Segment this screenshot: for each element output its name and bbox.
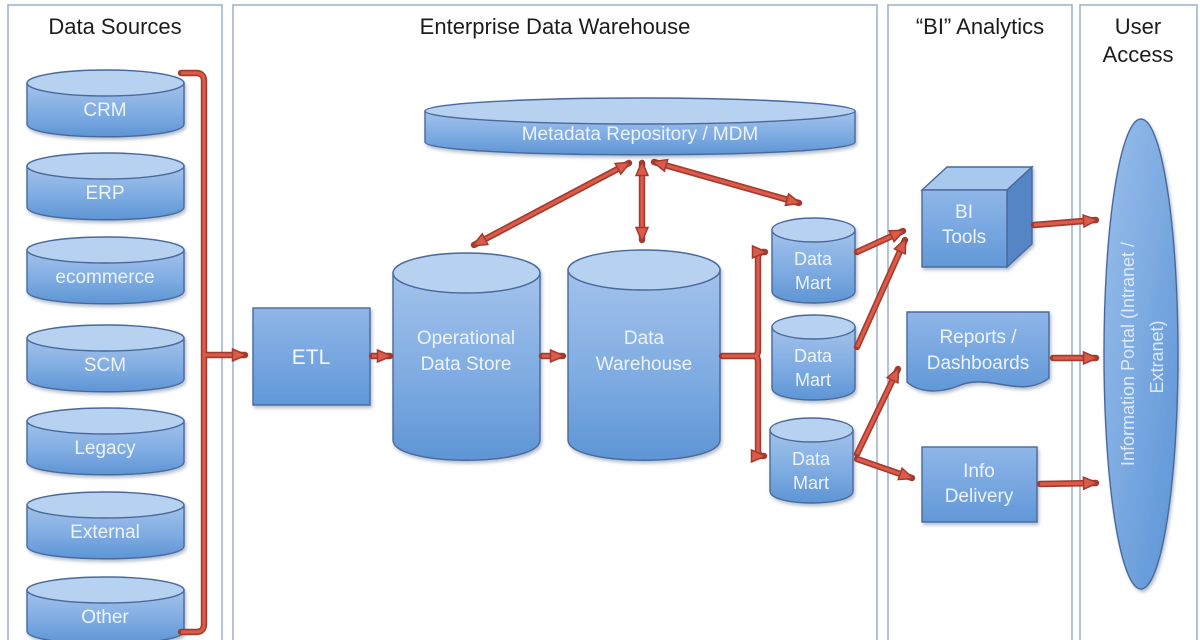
other-label: Other [81, 607, 129, 628]
arrow-bi-tools-to-portal [1033, 220, 1096, 225]
bi-tools-label-line2: Tools [942, 227, 986, 248]
data-mart-3-cylinder: Data Mart [769, 417, 854, 504]
scm-cylinder: SCM [26, 324, 185, 393]
reports-dashboards-document: Reports / Dashboards [906, 311, 1050, 392]
arrow-metadata-mart1 [654, 162, 799, 203]
header-user-access-line1: User [1115, 14, 1161, 39]
operational-data-store-cylinder: Operational Data Store [392, 252, 541, 461]
ods-label-line1: Operational [417, 328, 515, 349]
crm-label: CRM [83, 100, 126, 121]
header-data-sources: Data Sources [48, 14, 181, 39]
arrow-dw-to-mart3 [754, 354, 764, 456]
arrow-metadata-ods [474, 163, 629, 245]
crm-cylinder: CRM [26, 69, 185, 138]
metadata-repository-cylinder: Metadata Repository / MDM [424, 97, 856, 156]
information-portal-ellipse: Information Portal (Intranet / Extranet) [1103, 118, 1179, 590]
info-delivery-label-line1: Info [963, 461, 995, 482]
external-label: External [70, 522, 140, 543]
reports-label-line1: Reports / [939, 327, 1017, 348]
external-cylinder: External [26, 491, 185, 560]
ods-label-line2: Data Store [421, 354, 512, 375]
erp-label: ERP [85, 183, 124, 204]
arrow-mart3-to-reports [855, 369, 898, 455]
reports-label-line2: Dashboards [927, 353, 1029, 374]
dw-label-line2: Warehouse [596, 354, 692, 375]
portal-label-line1: Information Portal (Intranet / [1118, 242, 1138, 466]
bi-tools-cube: BI Tools [920, 165, 1034, 269]
other-cylinder: Other [26, 576, 185, 640]
info-delivery-box: Info Delivery [921, 446, 1038, 523]
arrow-info-delivery-to-portal [1039, 483, 1096, 484]
arrows [181, 71, 1096, 634]
edw-nodes: ETL Operational Data Store Data Warehous… [252, 97, 856, 504]
info-delivery-label-line2: Delivery [945, 486, 1014, 507]
data-mart-2-cylinder: Data Mart [771, 314, 856, 401]
header-user-access-line2: Access [1103, 42, 1174, 67]
legacy-cylinder: Legacy [26, 407, 185, 476]
data-mart-2-label-line2: Mart [795, 370, 831, 390]
legacy-label: Legacy [74, 438, 136, 459]
data-mart-1-label-line2: Mart [795, 273, 831, 293]
erp-cylinder: ERP [26, 152, 185, 221]
data-mart-3-label-line1: Data [792, 449, 831, 469]
bi-tools-label-line1: BI [955, 202, 973, 223]
dw-label-line1: Data [624, 328, 665, 349]
ecommerce-label: ecommerce [55, 267, 154, 288]
data-mart-3-label-line2: Mart [793, 473, 829, 493]
portal-label-line2: Extranet) [1147, 320, 1167, 393]
data-warehouse-cylinder: Data Warehouse [567, 249, 721, 461]
arrow-mart2-to-bi-tools [855, 240, 907, 348]
arrow-mart1-to-bi-tools [856, 229, 903, 254]
header-enterprise-data-warehouse: Enterprise Data Warehouse [420, 14, 691, 39]
data-mart-2-label-line1: Data [794, 346, 833, 366]
etl-label: ETL [292, 346, 331, 369]
etl-box: ETL [252, 307, 371, 406]
data-mart-1-label-line1: Data [794, 249, 833, 269]
arrow-sources-trunk [181, 71, 206, 634]
data-mart-1-cylinder: Data Mart [771, 217, 856, 304]
source-cylinders: CRM ERP ecommerce SCM Legacy External [26, 69, 185, 640]
bi-nodes: BI Tools Reports / Dashboards Info Deliv… [906, 165, 1050, 523]
header-bi-analytics: “BI” Analytics [916, 14, 1044, 39]
ecommerce-cylinder: ecommerce [26, 236, 185, 305]
metadata-label: Metadata Repository / MDM [522, 124, 759, 145]
scm-label: SCM [84, 355, 126, 376]
arrow-mart3-to-info-delivery [856, 457, 912, 478]
